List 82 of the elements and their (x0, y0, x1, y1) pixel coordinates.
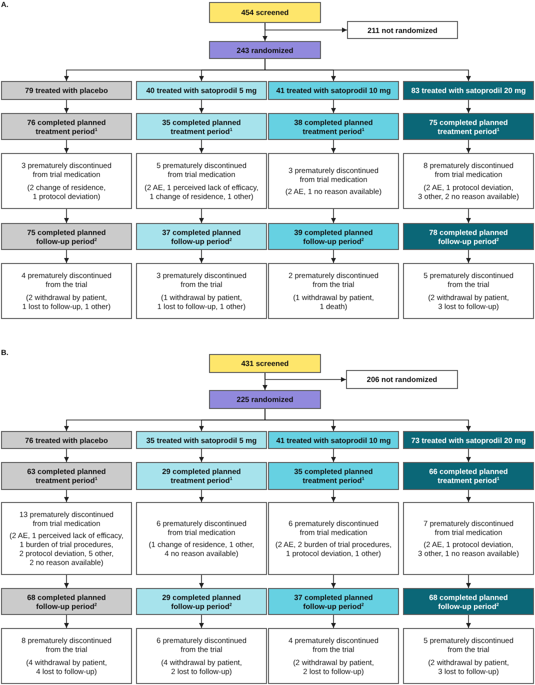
flow-box (268, 628, 399, 684)
arrow (331, 140, 336, 154)
arrow (64, 614, 69, 628)
flow-box (209, 2, 321, 23)
flow-box (403, 223, 534, 250)
flow-box (1, 113, 132, 140)
flow-box (1, 502, 132, 575)
flow-box (347, 21, 458, 39)
flow-box (136, 628, 267, 684)
arrow (64, 448, 69, 462)
flow-box (403, 153, 534, 209)
arrow (331, 448, 336, 462)
flow-box (403, 628, 534, 684)
flow-box (1, 628, 132, 684)
flow-box (136, 502, 267, 575)
flow-box (136, 263, 267, 319)
flow-box (268, 81, 399, 100)
flow-box (1, 462, 132, 490)
arrow (64, 250, 69, 264)
flow-box (136, 113, 267, 140)
arrow (466, 574, 471, 588)
flow-box (1, 153, 132, 209)
flow-box (209, 41, 321, 59)
flow-box (403, 588, 534, 615)
arrow (199, 250, 204, 264)
arrow (64, 100, 69, 114)
flow-box (209, 354, 321, 373)
flow-box (268, 431, 399, 449)
arrow (331, 490, 336, 502)
flow-box (403, 462, 534, 490)
flow-box (268, 263, 399, 319)
flow-box (268, 588, 399, 615)
flow-box (268, 113, 399, 140)
flow-box (403, 502, 534, 575)
flow-box (136, 153, 267, 209)
flow-box (268, 223, 399, 250)
arrow (199, 208, 204, 224)
arrow (331, 100, 336, 114)
arrow (64, 490, 69, 502)
flow-box (1, 81, 132, 100)
flow-box (136, 81, 267, 100)
arrow (264, 58, 471, 82)
arrow (466, 250, 471, 264)
arrow (264, 372, 346, 382)
arrow (64, 208, 69, 224)
arrow (199, 574, 204, 588)
flow-box (209, 390, 321, 409)
flow-box (1, 431, 132, 449)
arrow (264, 408, 471, 432)
flow-box (268, 153, 399, 209)
flow-box (136, 588, 267, 615)
flow-box (268, 502, 399, 575)
flow-box (268, 462, 399, 490)
arrow (199, 490, 204, 502)
arrow (199, 100, 204, 114)
arrow (466, 208, 471, 224)
arrow (64, 574, 69, 588)
flow-box (403, 431, 534, 449)
flow-box (136, 223, 267, 250)
arrow (466, 448, 471, 462)
arrow (466, 614, 471, 628)
flow-box (1, 223, 132, 250)
flow-box (403, 263, 534, 319)
arrow (466, 100, 471, 114)
arrow (199, 140, 204, 154)
arrow (466, 490, 471, 502)
arrow (331, 250, 336, 264)
arrow (64, 140, 69, 154)
arrow (199, 448, 204, 462)
flow-box (136, 431, 267, 449)
flow-box (1, 263, 132, 319)
arrow (331, 574, 336, 588)
arrow (331, 614, 336, 628)
flow-box (136, 462, 267, 490)
arrow (199, 614, 204, 628)
flow-box (403, 81, 534, 100)
flow-box (403, 113, 534, 140)
arrow (331, 208, 336, 224)
arrow (264, 22, 348, 32)
arrow (466, 140, 471, 154)
flow-box (1, 588, 132, 615)
flow-box (346, 370, 458, 389)
